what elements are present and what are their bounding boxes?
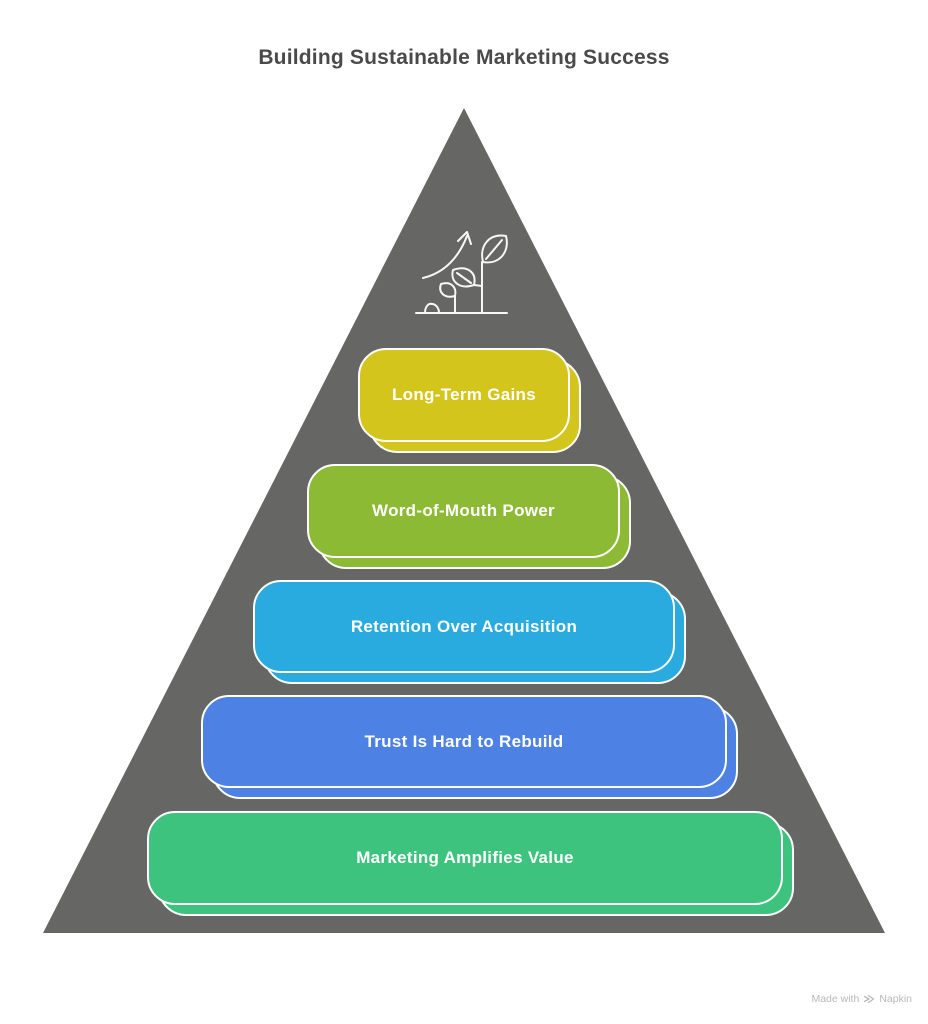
pyramid-level-marketing-amplifies-value: Marketing Amplifies Value [147,811,794,916]
level-label: Long-Term Gains [392,385,536,404]
pyramid-level-retention-over-acquisition: Retention Over Acquisition [253,580,686,684]
level-card: Word-of-Mouth Power [307,464,620,558]
level-label: Marketing Amplifies Value [356,848,574,867]
made-with-napkin-link[interactable]: Made with Napkin [811,993,912,1005]
pyramid-level-word-of-mouth-power: Word-of-Mouth Power [307,464,631,569]
level-label: Trust Is Hard to Rebuild [364,731,564,751]
watermark-brand: Napkin [879,993,912,1005]
pyramid-level-long-term-gains: Long-Term Gains [358,348,581,453]
level-card: Trust Is Hard to Rebuild [201,695,727,788]
level-label: Retention Over Acquisition [350,616,578,636]
napkin-logo-icon [864,994,875,1004]
growth-sprout-arrow-icon [415,231,508,314]
pyramid-level-trust-is-hard-to-rebuild: Trust Is Hard to Rebuild [201,695,738,799]
level-card: Marketing Amplifies Value [147,811,783,905]
level-label: Word-of-Mouth Power [372,501,555,520]
watermark-prefix: Made with [811,993,860,1005]
level-card: Long-Term Gains [358,348,570,442]
page-title: Building Sustainable Marketing Success [258,46,670,69]
level-card: Retention Over Acquisition [253,580,675,673]
